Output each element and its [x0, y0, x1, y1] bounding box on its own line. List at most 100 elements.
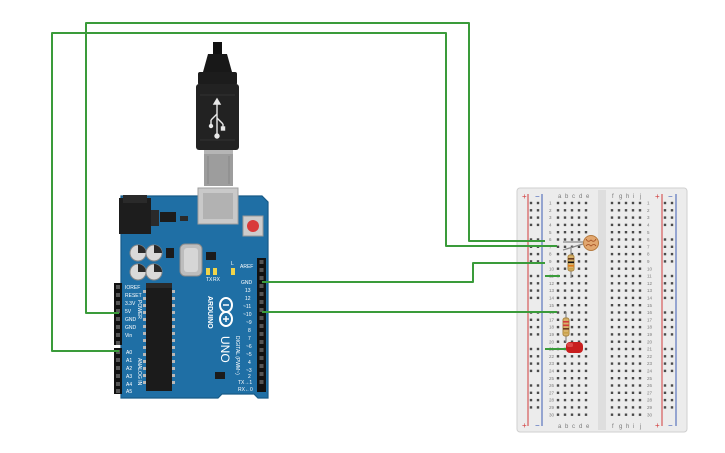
rail-hole[interactable]: [663, 333, 667, 336]
breadboard-hole[interactable]: [610, 304, 614, 307]
breadboard-hole[interactable]: [610, 384, 614, 387]
breadboard-hole[interactable]: [638, 355, 642, 358]
breadboard-hole[interactable]: [631, 340, 635, 343]
rail-hole[interactable]: [670, 282, 674, 285]
breadboard-hole[interactable]: [638, 252, 642, 256]
breadboard-hole[interactable]: [563, 311, 567, 314]
rail-hole[interactable]: [670, 223, 674, 227]
breadboard-hole[interactable]: [570, 223, 574, 227]
breadboard-hole[interactable]: [624, 369, 628, 373]
breadboard-hole[interactable]: [617, 384, 621, 387]
breadboard-hole[interactable]: [556, 384, 560, 387]
breadboard-hole[interactable]: [577, 252, 581, 256]
breadboard-hole[interactable]: [577, 209, 581, 212]
breadboard-hole[interactable]: [624, 311, 628, 314]
breadboard-hole[interactable]: [610, 369, 614, 373]
breadboard-hole[interactable]: [617, 362, 621, 365]
breadboard-hole[interactable]: [577, 377, 581, 380]
breadboard-hole[interactable]: [617, 304, 621, 307]
breadboard-hole[interactable]: [570, 201, 574, 205]
breadboard-hole[interactable]: [584, 413, 588, 416]
breadboard-hole[interactable]: [638, 413, 642, 416]
breadboard-hole[interactable]: [624, 274, 628, 278]
breadboard-hole[interactable]: [584, 406, 588, 409]
breadboard-hole[interactable]: [617, 406, 621, 409]
breadboard-hole[interactable]: [638, 231, 642, 234]
breadboard-hole[interactable]: [556, 311, 560, 314]
breadboard-hole[interactable]: [610, 413, 614, 416]
breadboard-hole[interactable]: [556, 252, 560, 256]
breadboard-hole[interactable]: [638, 289, 642, 292]
breadboard-hole[interactable]: [617, 413, 621, 416]
breadboard-hole[interactable]: [556, 231, 560, 234]
breadboard-hole[interactable]: [610, 238, 614, 241]
breadboard-hole[interactable]: [631, 201, 635, 205]
breadboard-hole[interactable]: [624, 296, 628, 300]
rail-hole[interactable]: [536, 384, 540, 387]
rail-hole[interactable]: [663, 201, 667, 205]
breadboard-hole[interactable]: [631, 333, 635, 336]
breadboard-hole[interactable]: [556, 325, 560, 329]
breadboard-hole[interactable]: [624, 304, 628, 307]
rail-hole[interactable]: [529, 209, 533, 212]
breadboard-hole[interactable]: [556, 413, 560, 416]
rail-hole[interactable]: [663, 362, 667, 365]
breadboard-hole[interactable]: [624, 209, 628, 212]
breadboard-hole[interactable]: [570, 318, 574, 321]
rail-hole[interactable]: [670, 398, 674, 402]
breadboard-hole[interactable]: [556, 318, 560, 321]
rail-hole[interactable]: [663, 347, 667, 351]
breadboard-hole[interactable]: [617, 377, 621, 380]
breadboard-hole[interactable]: [584, 384, 588, 387]
breadboard-hole[interactable]: [577, 406, 581, 409]
rail-hole[interactable]: [670, 318, 674, 321]
rail-hole[interactable]: [529, 260, 533, 263]
breadboard-hole[interactable]: [577, 296, 581, 300]
rail-hole[interactable]: [670, 311, 674, 314]
breadboard-hole[interactable]: [610, 355, 614, 358]
breadboard-hole[interactable]: [610, 398, 614, 402]
breadboard-hole[interactable]: [584, 311, 588, 314]
breadboard-hole[interactable]: [584, 325, 588, 329]
breadboard-hole[interactable]: [624, 398, 628, 402]
breadboard-hole[interactable]: [617, 398, 621, 402]
breadboard-hole[interactable]: [631, 252, 635, 256]
breadboard-hole[interactable]: [610, 252, 614, 256]
rail-hole[interactable]: [536, 355, 540, 358]
breadboard-hole[interactable]: [624, 289, 628, 292]
breadboard-hole[interactable]: [631, 369, 635, 373]
breadboard-hole[interactable]: [577, 333, 581, 336]
breadboard-hole[interactable]: [624, 216, 628, 219]
photoresistor[interactable]: [562, 235, 599, 251]
breadboard-hole[interactable]: [638, 245, 642, 248]
rail-hole[interactable]: [663, 318, 667, 321]
breadboard-hole[interactable]: [617, 245, 621, 248]
breadboard-hole[interactable]: [577, 318, 581, 321]
breadboard-hole[interactable]: [584, 369, 588, 373]
breadboard-hole[interactable]: [617, 347, 621, 351]
breadboard-hole[interactable]: [570, 406, 574, 409]
rail-hole[interactable]: [663, 274, 667, 278]
rail-hole[interactable]: [663, 223, 667, 227]
breadboard-hole[interactable]: [631, 267, 635, 270]
breadboard-hole[interactable]: [556, 209, 560, 212]
breadboard-hole[interactable]: [563, 267, 567, 270]
rail-hole[interactable]: [670, 201, 674, 205]
breadboard-hole[interactable]: [631, 289, 635, 292]
breadboard-hole[interactable]: [617, 391, 621, 394]
breadboard-hole[interactable]: [638, 406, 642, 409]
breadboard-hole[interactable]: [638, 282, 642, 285]
breadboard-hole[interactable]: [631, 406, 635, 409]
breadboard-hole[interactable]: [577, 260, 581, 263]
breadboard-hole[interactable]: [556, 333, 560, 336]
breadboard-hole[interactable]: [577, 245, 581, 248]
rail-hole[interactable]: [663, 398, 667, 402]
breadboard-hole[interactable]: [624, 340, 628, 343]
resistor-2[interactable]: [562, 312, 570, 342]
rail-hole[interactable]: [536, 260, 540, 263]
rail-hole[interactable]: [670, 391, 674, 394]
breadboard-hole[interactable]: [563, 355, 567, 358]
breadboard-hole[interactable]: [570, 355, 574, 358]
breadboard-hole[interactable]: [624, 245, 628, 248]
breadboard-hole[interactable]: [624, 223, 628, 227]
